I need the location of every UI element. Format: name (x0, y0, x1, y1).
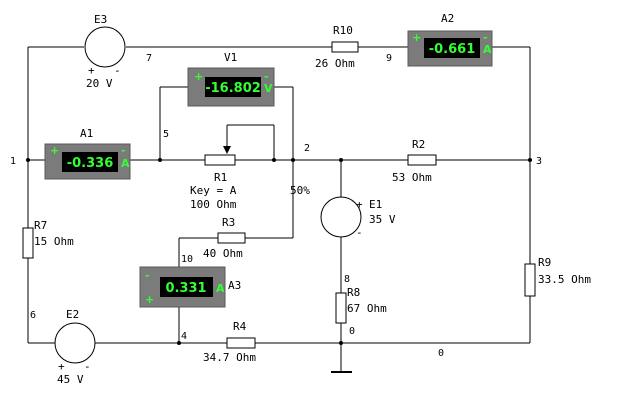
r10-label: R10 (333, 24, 353, 37)
v1-plus: + (194, 70, 203, 83)
a1-label: A1 (80, 127, 93, 140)
source-e3[interactable]: + - (84, 26, 126, 77)
e2-minus: - (84, 360, 91, 373)
e1-minus: - (356, 226, 363, 239)
node-5: 5 (163, 129, 169, 140)
r1-key: Key = A (190, 184, 237, 197)
a1-minus: - (121, 144, 126, 157)
a3-unit: A (216, 282, 225, 295)
a2-unit: A (483, 43, 492, 56)
e3-plus: + (88, 64, 95, 77)
resistor-r9[interactable] (524, 263, 536, 297)
ammeter-a1[interactable]: -0.336 + - A (44, 143, 131, 180)
r8-value: 67 Ohm (347, 302, 387, 315)
r10-value: 26 Ohm (315, 57, 355, 70)
a1-unit: A (121, 157, 130, 170)
a2-reading: -0.661 (429, 42, 476, 57)
node-7: 7 (146, 53, 152, 64)
node-9: 9 (386, 53, 392, 64)
a2-label: A2 (441, 12, 454, 25)
e3-minus: - (114, 64, 121, 77)
node-8: 8 (344, 274, 350, 285)
resistor-r4[interactable] (226, 337, 256, 349)
a1-plus: + (50, 144, 59, 157)
r4-value: 34.7 Ohm (203, 351, 256, 364)
a3-minus: - (145, 269, 150, 282)
e2-label: E2 (66, 308, 79, 321)
resistor-r2[interactable] (407, 154, 437, 166)
junction-dots (26, 158, 532, 345)
component-labels: E3 20 V R10 26 Ohm A2 V1 A1 R1 Key = A 1… (34, 12, 591, 386)
node-10: 10 (181, 254, 193, 265)
e3-label: E3 (94, 13, 107, 26)
e1-label: E1 (369, 198, 382, 211)
resistor-r7[interactable] (22, 227, 34, 259)
ammeter-a3[interactable]: 0.331 - + A (139, 266, 226, 308)
v1-reading: -16.802 (205, 81, 261, 96)
resistor-r1[interactable] (204, 154, 236, 166)
node-3: 3 (536, 156, 542, 167)
node-0-ground: 0 (349, 326, 355, 337)
source-e1[interactable]: + - (320, 196, 363, 239)
r8-label: R8 (347, 286, 360, 299)
a2-minus: - (483, 31, 488, 44)
node-labels: 1 7 9 5 2 3 10 8 6 4 0 0 (10, 53, 542, 359)
voltmeter-v1[interactable]: -16.802 + - V (187, 67, 275, 107)
r1-wiper-arrow (223, 146, 231, 154)
node-0: 0 (438, 348, 444, 359)
e2-value: 45 V (57, 373, 84, 386)
r9-value: 33.5 Ohm (538, 273, 591, 286)
ammeter-a2[interactable]: -0.661 + - A (407, 30, 493, 67)
e1-value: 35 V (369, 213, 396, 226)
v1-unit: V (264, 82, 273, 95)
a3-reading: 0.331 (165, 281, 206, 296)
r1-percent: 50% (290, 184, 310, 197)
r2-value: 53 Ohm (392, 171, 432, 184)
source-e2[interactable]: + - (54, 322, 96, 373)
e2-plus: + (58, 360, 65, 373)
a3-plus: + (145, 293, 154, 306)
e3-value: 20 V (86, 77, 113, 90)
v1-label: V1 (224, 51, 237, 64)
resistor-r8[interactable] (335, 292, 347, 324)
v1-minus: - (264, 70, 269, 83)
node-1: 1 (10, 156, 16, 167)
r3-label: R3 (222, 216, 235, 229)
r4-label: R4 (233, 320, 247, 333)
a1-reading: -0.336 (67, 156, 114, 171)
node-4: 4 (181, 331, 187, 342)
r3-value: 40 Ohm (203, 247, 243, 260)
e1-plus: + (356, 198, 363, 211)
a2-plus: + (412, 31, 421, 44)
r7-label: R7 (34, 219, 47, 232)
wires (27, 46, 531, 373)
a3-label: A3 (228, 279, 241, 292)
r1-value: 100 Ohm (190, 198, 237, 211)
resistor-r10[interactable] (331, 41, 359, 53)
resistor-r3[interactable] (217, 232, 246, 244)
r2-label: R2 (412, 138, 425, 151)
r1-label: R1 (214, 171, 227, 184)
node-2: 2 (304, 143, 310, 154)
r9-label: R9 (538, 256, 551, 269)
r7-value: 15 Ohm (34, 235, 74, 248)
node-6: 6 (30, 310, 36, 321)
